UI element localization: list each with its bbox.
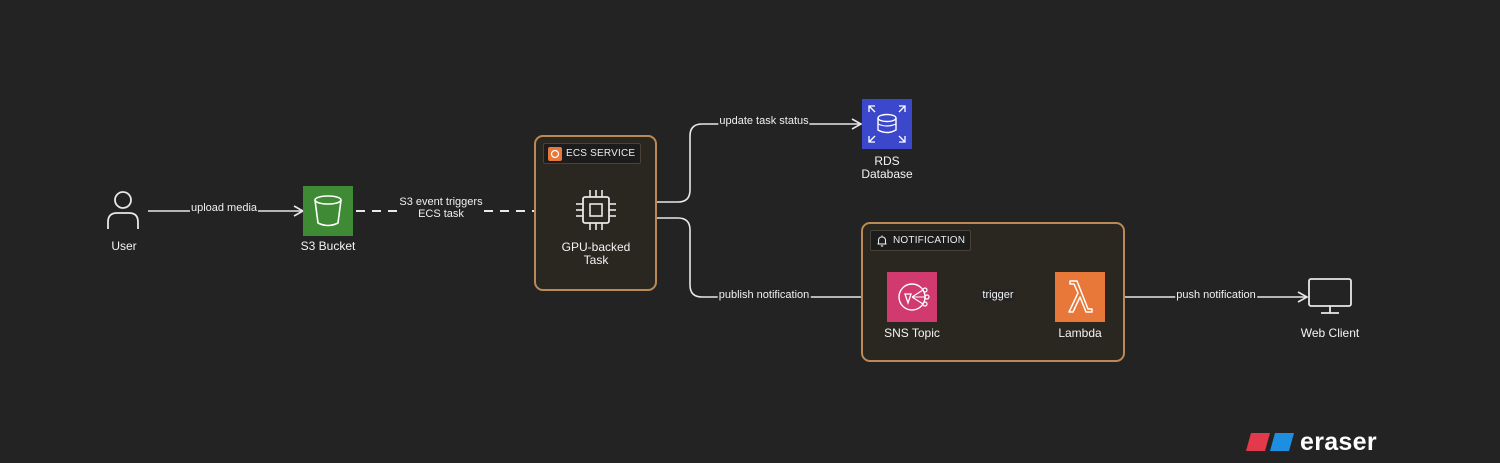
eraser-logo-text: eraser bbox=[1300, 428, 1377, 456]
user-label: User bbox=[111, 239, 137, 253]
s3-bucket-label: S3 Bucket bbox=[300, 239, 356, 253]
notification-group-label: NOTIFICATION bbox=[870, 230, 972, 251]
edge-label-upload-media: upload media bbox=[189, 202, 259, 214]
edge-label-s3-event: S3 event triggers ECS task bbox=[398, 196, 484, 220]
gpu-task-label: GPU-backed Task bbox=[562, 241, 631, 267]
ecs-service-group-label: ECS SERVICE bbox=[543, 143, 642, 164]
edge-update-task-status[interactable] bbox=[620, 118, 863, 203]
lambda-icon[interactable] bbox=[1055, 272, 1105, 327]
rds-database-icon[interactable] bbox=[862, 99, 912, 154]
rds-label: RDS Database bbox=[861, 155, 912, 181]
edge-label-trigger: trigger bbox=[981, 289, 1015, 301]
edge-label-s3-event-line2: ECS task bbox=[418, 208, 464, 220]
edge-label-s3-event-line1: S3 event triggers bbox=[399, 196, 483, 208]
notification-label-text: NOTIFICATION bbox=[893, 235, 966, 246]
edge-label-update-task-status: update task status bbox=[718, 115, 810, 127]
rds-label-line1: RDS bbox=[874, 154, 900, 168]
eraser-logo[interactable]: eraser bbox=[1246, 428, 1377, 456]
sns-topic-icon[interactable] bbox=[887, 272, 937, 327]
lambda-label: Lambda bbox=[1058, 326, 1102, 340]
gpu-task-label-line2: Task bbox=[583, 253, 609, 267]
gpu-task-label-line1: GPU-backed bbox=[561, 240, 631, 254]
edge-label-push-notification: push notification bbox=[1175, 289, 1257, 301]
sns-topic-label: SNS Topic bbox=[884, 326, 940, 340]
chip-icon[interactable] bbox=[574, 188, 618, 237]
bell-icon bbox=[875, 234, 889, 248]
monitor-icon[interactable] bbox=[1307, 277, 1353, 322]
user-icon[interactable] bbox=[104, 190, 142, 237]
s3-bucket-icon[interactable] bbox=[303, 186, 353, 241]
edge-label-publish-notification: publish notification bbox=[717, 289, 811, 301]
edge-publish-notification[interactable] bbox=[620, 217, 888, 303]
rds-label-line2: Database bbox=[861, 167, 913, 181]
eraser-logo-mark bbox=[1246, 433, 1294, 451]
web-client-label: Web Client bbox=[1300, 326, 1360, 340]
ecs-icon bbox=[548, 146, 562, 161]
ecs-service-label-text: ECS SERVICE bbox=[566, 148, 636, 159]
